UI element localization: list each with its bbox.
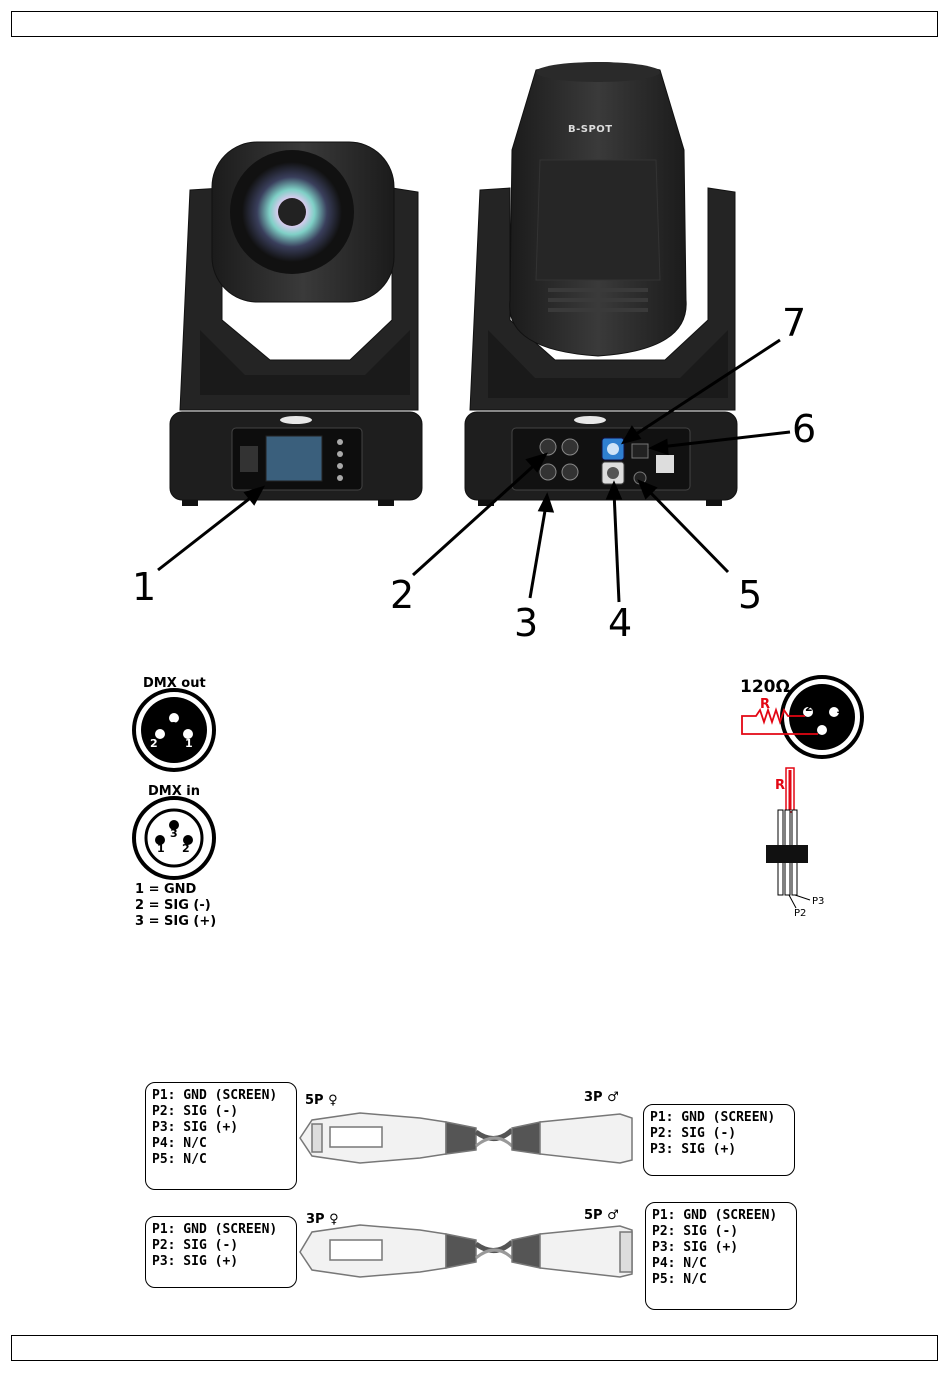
adapter-1-right-line: P2: SIG (-) bbox=[650, 1126, 737, 1141]
callout-7: 7 bbox=[782, 301, 807, 345]
adapter-1-left-line: P4: N/C bbox=[152, 1136, 207, 1151]
terminator-pin-1: 1 bbox=[836, 703, 844, 716]
pin-legend-1: 1 = GND bbox=[135, 882, 197, 897]
page-footer-frame bbox=[11, 1335, 938, 1361]
lcd-display bbox=[265, 435, 323, 482]
adapter-2-left-line: P2: SIG (-) bbox=[152, 1238, 239, 1253]
dmx-in-pin-1: 1 bbox=[157, 842, 165, 855]
header-pin-p3: P3 bbox=[812, 896, 825, 907]
dmx-out-title: DMX out bbox=[143, 676, 206, 691]
pin-legend-2: 2 = SIG (-) bbox=[135, 898, 211, 913]
adapter-2-right-line: P1: GND (SCREEN) bbox=[652, 1208, 778, 1223]
fixture-rear bbox=[464, 62, 738, 506]
adapter-2-left-line: P1: GND (SCREEN) bbox=[152, 1222, 278, 1237]
adapter-1-left-line: P1: GND (SCREEN) bbox=[152, 1088, 278, 1103]
adapter-1-right-line: P3: SIG (+) bbox=[650, 1142, 737, 1157]
adapter-2-right-box: P1: GND (SCREEN) P2: SIG (-) P3: SIG (+)… bbox=[645, 1202, 797, 1310]
adapter-1-left-line: P2: SIG (-) bbox=[152, 1104, 239, 1119]
terminator-header bbox=[766, 767, 811, 909]
dmx-in-title: DMX in bbox=[148, 784, 200, 799]
dmx-out-pin-2: 2 bbox=[150, 737, 158, 750]
fixture-front bbox=[169, 141, 423, 506]
terminator-pin-2: 2 bbox=[805, 701, 813, 714]
adapter-1-right-box: P1: GND (SCREEN) P2: SIG (-) P3: SIG (+) bbox=[643, 1104, 795, 1176]
adapter-1-left-line: P3: SIG (+) bbox=[152, 1120, 239, 1135]
pin-legend-3: 3 = SIG (+) bbox=[135, 914, 217, 929]
terminator-pin-3: 3 bbox=[818, 715, 826, 728]
callout-3: 3 bbox=[514, 601, 539, 645]
adapter-2-left-line: P3: SIG (+) bbox=[152, 1254, 239, 1269]
page-header-frame bbox=[11, 11, 938, 37]
adapter-2-right-line: P4: N/C bbox=[652, 1256, 707, 1271]
dmx-in-pin-2: 2 bbox=[182, 842, 190, 855]
header-r-label: R bbox=[775, 778, 786, 793]
terminator-r-label: R bbox=[760, 697, 771, 712]
adapter-2-left-label: 3P ♀ bbox=[306, 1212, 339, 1227]
adapter-2-right-label: 5P ♂ bbox=[584, 1208, 619, 1223]
adapter-1-left-box: P1: GND (SCREEN) P2: SIG (-) P3: SIG (+)… bbox=[145, 1082, 297, 1190]
adapter-2-right-line: P3: SIG (+) bbox=[652, 1240, 739, 1255]
adapter-1-left-label: 5P ♀ bbox=[305, 1093, 338, 1108]
callout-5: 5 bbox=[738, 573, 763, 617]
dmx-out-pin-1: 1 bbox=[185, 737, 193, 750]
adapter-cable-1 bbox=[299, 1112, 633, 1164]
adapter-2-left-box: P1: GND (SCREEN) P2: SIG (-) P3: SIG (+) bbox=[145, 1216, 297, 1288]
fixture-illustration bbox=[157, 62, 791, 603]
adapter-1-right-line: P1: GND (SCREEN) bbox=[650, 1110, 776, 1125]
callout-1: 1 bbox=[132, 565, 157, 609]
adapter-2-right-line: P5: N/C bbox=[652, 1272, 707, 1287]
callout-4: 4 bbox=[608, 601, 633, 645]
callout-lines bbox=[157, 338, 791, 603]
callout-6: 6 bbox=[792, 407, 817, 451]
dmx-in-pin-3: 3 bbox=[170, 827, 178, 840]
adapter-cable-2 bbox=[299, 1224, 633, 1278]
callout-2: 2 bbox=[390, 573, 415, 617]
adapter-1-right-label: 3P ♂ bbox=[584, 1090, 619, 1105]
adapter-2-right-line: P2: SIG (-) bbox=[652, 1224, 739, 1239]
terminator-resistance: 120Ω bbox=[740, 677, 790, 697]
adapter-1-left-line: P5: N/C bbox=[152, 1152, 207, 1167]
dmx-out-pin-3: 3 bbox=[170, 720, 178, 733]
header-pin-p2: P2 bbox=[794, 908, 807, 919]
brand-label: B-SPOT bbox=[568, 124, 613, 135]
